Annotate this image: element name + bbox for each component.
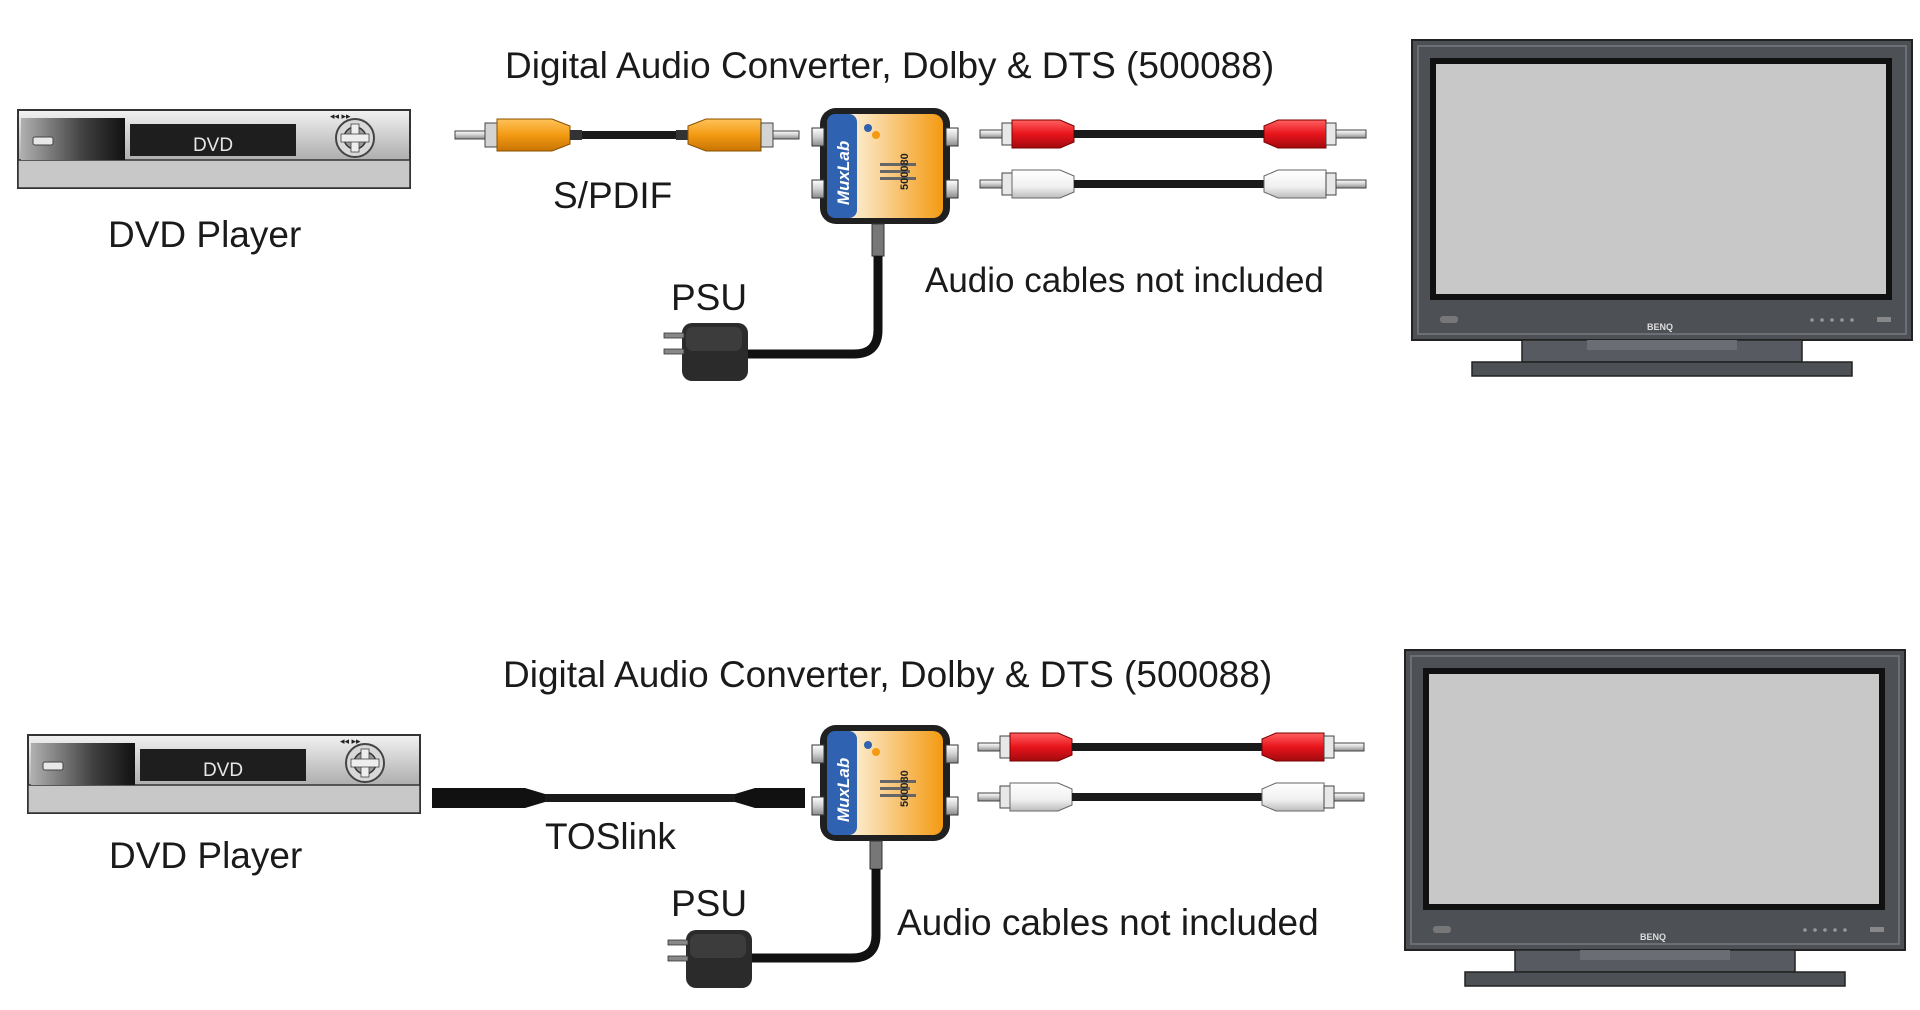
spdif-label: S/PDIF [553,175,673,216]
converter-brand-1: MuxLab [834,140,853,205]
psu-cable-1 [720,223,885,359]
scenario-2 [27,649,1906,989]
dvd-player-label-2: DVD Player [109,835,303,876]
tv-brand-2: BENQ [1639,932,1666,942]
tv-brand-1: BENQ [1646,322,1673,332]
dvd-display-1: DVD [192,135,234,156]
audio-cables-note-1: Audio cables not included [925,261,1324,300]
toslink-label: TOSlink [545,816,676,857]
psu-2 [667,929,753,989]
audio-cables-note-2: Audio cables not included [897,902,1319,943]
scenario-1 [17,39,1913,382]
audio-cable-red-1 [979,119,1367,149]
spdif-cable [454,118,800,152]
psu-cable-2 [745,840,883,963]
psu-label-1: PSU [671,277,748,318]
converter-model-2: 500080 [899,770,911,807]
dvd-player-label-1: DVD Player [108,214,302,255]
converter-model-1: 500080 [899,153,911,190]
audio-cable-white-1 [979,169,1367,199]
converter-title-1: Digital Audio Converter, Dolby & DTS (50… [505,45,1275,86]
psu-label-2: PSU [671,883,748,924]
audio-cable-white-2 [977,782,1365,812]
toslink-cable [432,788,805,808]
audio-cable-red-2 [977,732,1365,762]
converter-brand-2: MuxLab [834,757,853,822]
converter-title-2: Digital Audio Converter, Dolby & DTS (50… [503,654,1273,695]
dvd-display-2: DVD [202,760,244,781]
psu-1 [663,322,749,382]
